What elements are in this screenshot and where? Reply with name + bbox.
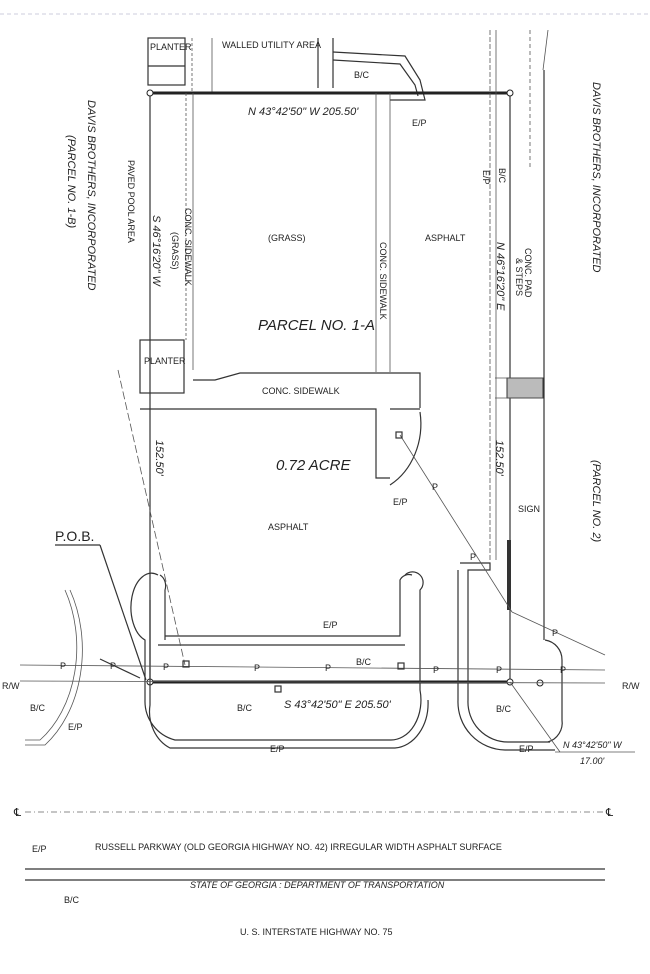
power-p: P — [60, 661, 66, 671]
power-p: P — [432, 482, 438, 492]
bc-road: B/C — [237, 703, 253, 713]
bc-top: B/C — [354, 70, 370, 80]
power-p: P — [110, 661, 116, 671]
ep-curb: E/P — [323, 620, 338, 630]
rw-right: R/W — [622, 681, 640, 691]
power-p: P — [325, 663, 331, 673]
sidewalks — [139, 93, 422, 486]
russell-parkway-label: RUSSELL PARKWAY (OLD GEORGIA HIGHWAY NO.… — [95, 842, 502, 852]
sign-label: SIGN — [518, 504, 540, 514]
asphalt-top-label: ASPHALT — [425, 233, 466, 243]
pob-leader — [99, 658, 141, 679]
centerline-right: ℄ — [605, 807, 613, 819]
asphalt-bottom-label: ASPHALT — [268, 522, 309, 532]
pob-label: P.O.B. — [55, 528, 94, 544]
grass-left-label: (GRASS) — [170, 232, 180, 270]
planter-top-label: PLANTER — [150, 42, 192, 52]
power-p: P — [560, 665, 566, 675]
parking-curb — [25, 571, 429, 749]
bc-road-right: B/C — [496, 704, 512, 714]
power-line — [19, 369, 635, 753]
bc-curb: B/C — [356, 657, 372, 667]
conc-steps-label: & STEPS — [514, 258, 524, 296]
south-bearing: S 43°42'50" E 205.50' — [284, 699, 392, 711]
ep-road-left: E/P — [68, 722, 83, 732]
ep-road: E/P — [270, 744, 285, 754]
power-p: P — [470, 552, 476, 562]
ep-top: E/P — [412, 118, 427, 128]
sign-mark — [507, 540, 511, 610]
bc-parkway: B/C — [64, 895, 80, 905]
ep-sidewalk: E/P — [393, 497, 408, 507]
road-lines — [25, 811, 605, 881]
top-structures — [147, 37, 426, 101]
left-parcel: (PARCEL NO. 1-B) — [65, 135, 77, 228]
power-p: P — [496, 665, 502, 675]
power-p: P — [552, 628, 558, 638]
centerline-left: ℄ — [13, 807, 21, 819]
north-bearing: N 43°42'50" W 205.50' — [248, 106, 359, 118]
right-distance: 152.50' — [493, 440, 505, 477]
planter-mid-label: PLANTER — [144, 356, 186, 366]
interstate-label: U. S. INTERSTATE HIGHWAY NO. 75 — [240, 927, 393, 937]
power-p: P — [433, 665, 439, 675]
sidewalk-h-label: CONC. SIDEWALK — [262, 386, 340, 396]
area-label: 0.72 ACRE — [276, 457, 351, 474]
right-parcel: (PARCEL NO. 2) — [590, 460, 602, 542]
walled-utility-label: WALLED UTILITY AREA — [222, 40, 321, 50]
ep-road-right: E/P — [519, 744, 534, 754]
ep-parkway: E/P — [32, 844, 47, 854]
paved-pool-label: PAVED POOL AREA — [126, 160, 136, 243]
conc-pad-label: CONC. PAD — [523, 248, 533, 298]
bc-right: B/C — [497, 168, 507, 184]
west-bearing: S 46°16'20" W — [150, 215, 162, 288]
bc-road-left: B/C — [30, 703, 46, 713]
right-owner: DAVIS BROTHERS, INCORPORATED — [590, 82, 602, 273]
right-features — [457, 29, 563, 751]
sidewalk-mid-label: CONC. SIDEWALK — [378, 242, 388, 320]
power-p: P — [254, 663, 260, 673]
grass-center-label: (GRASS) — [268, 233, 306, 243]
tie-bearing: N 43°42'50" W — [563, 740, 623, 750]
rw-left: R/W — [2, 681, 20, 691]
parcel-label: PARCEL NO. 1-A — [258, 317, 375, 334]
left-distance: 152.50' — [153, 440, 165, 477]
sidewalk-left-label: CONC. SIDEWALK — [183, 208, 193, 286]
tie-distance: 17.00' — [580, 756, 605, 766]
east-bearing: N 46°16'20" E — [494, 242, 506, 311]
ep-right: E/P — [481, 170, 491, 185]
left-owner: DAVIS BROTHERS, INCORPORATED — [85, 100, 97, 291]
dot-label: STATE OF GEORGIA : DEPARTMENT OF TRANSPO… — [190, 880, 445, 890]
planter-mid — [139, 339, 185, 394]
power-p: P — [163, 662, 169, 672]
